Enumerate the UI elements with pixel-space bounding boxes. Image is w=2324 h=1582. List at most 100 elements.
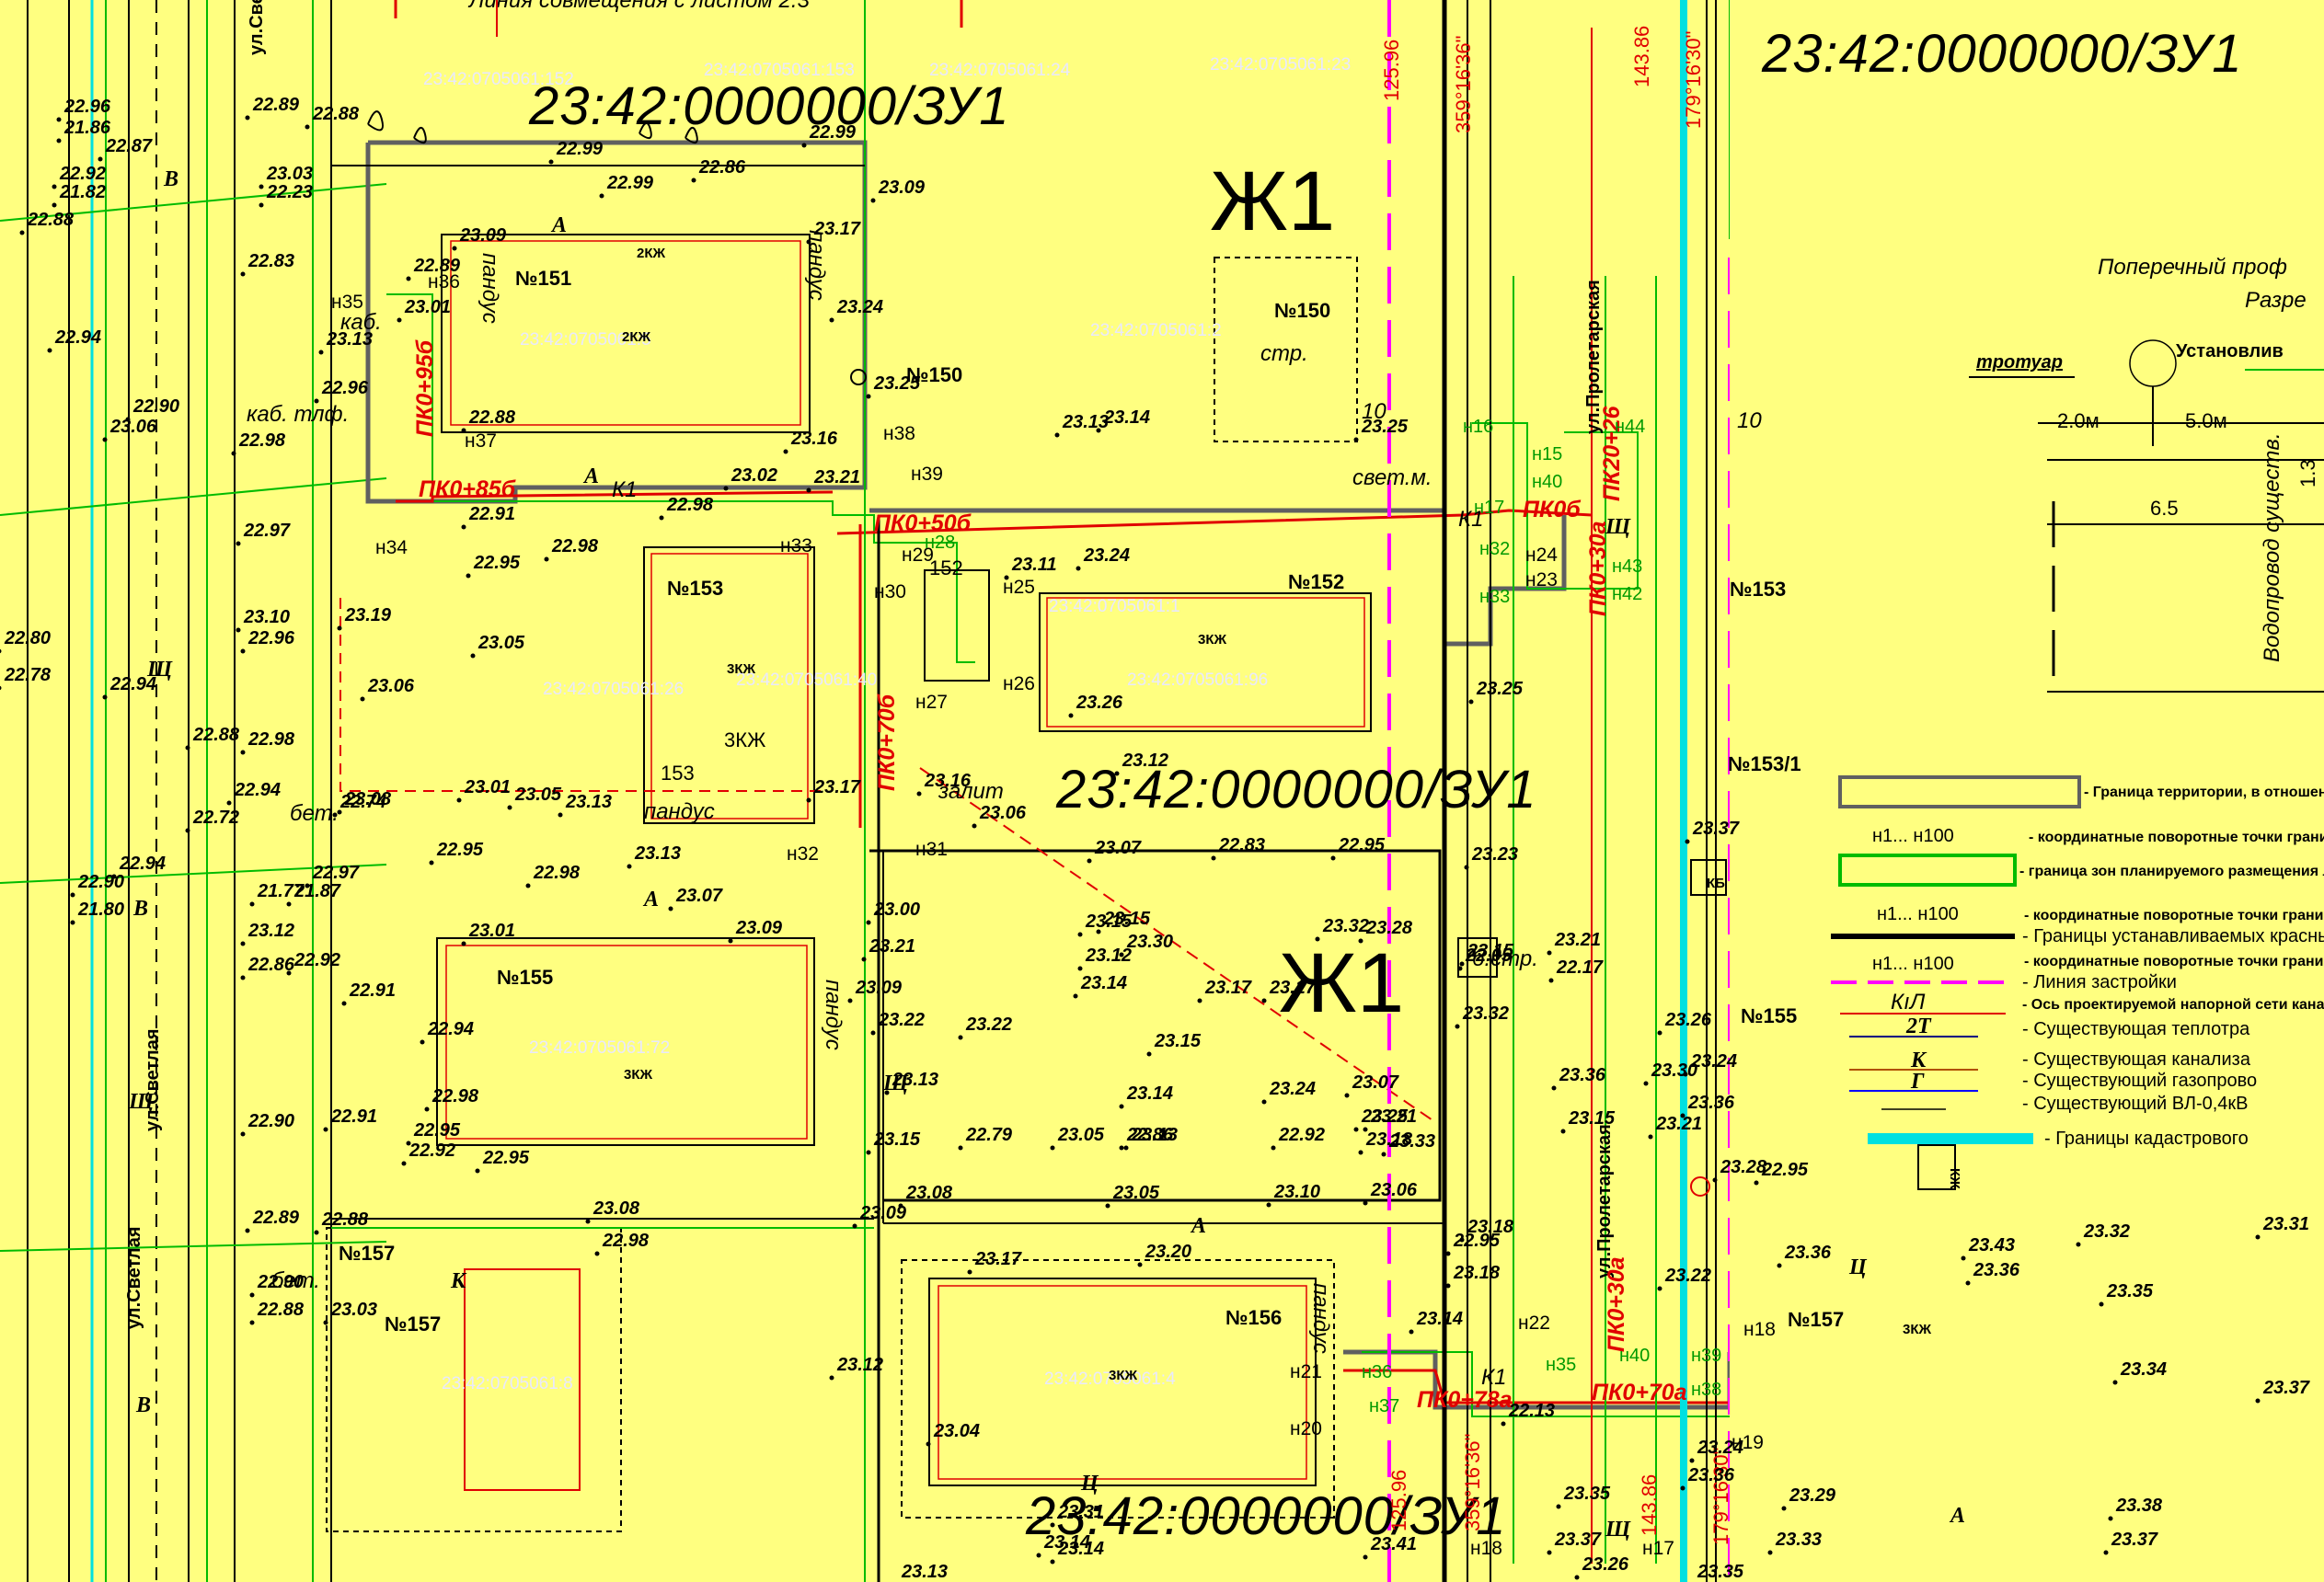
elevation-mark: 22.90 xyxy=(257,1272,304,1292)
legend: - Граница территории, в отношении которо… xyxy=(1831,775,2324,1149)
legend-12: - Существующий ВЛ-0,4кВ xyxy=(2022,1094,2249,1114)
map-letter: 10 xyxy=(1362,399,1386,424)
elevation-dot xyxy=(305,883,310,888)
elevation-mark: 22.88 xyxy=(27,210,75,230)
elevation-dot xyxy=(1146,1051,1152,1057)
elevation-mark: 22.98 xyxy=(551,536,599,556)
elevation-dot xyxy=(461,941,466,946)
turning-point-green: н35 xyxy=(1546,1355,1576,1375)
turning-point-green: н32 xyxy=(1479,539,1510,559)
elevation-dot xyxy=(1657,1286,1662,1291)
elevation-dot xyxy=(1211,855,1216,861)
elevation-mark: 23.18 xyxy=(1467,1217,1514,1237)
elevation-mark: 23.35 xyxy=(1697,1562,1744,1582)
elevation-mark: 22.94 xyxy=(234,780,281,800)
elevation-dot xyxy=(2099,1301,2104,1307)
elevation-mark: 23.14 xyxy=(1103,407,1150,428)
elevation-mark: 23.09 xyxy=(855,978,903,998)
elevation-mark: 23.04 xyxy=(933,1421,980,1441)
elevation-dot xyxy=(1197,998,1202,1003)
elevation-mark: 22.23 xyxy=(266,182,313,202)
map-letter: Ц xyxy=(1080,1472,1099,1496)
legend-6-symbol: н1... н100 xyxy=(1872,954,1954,974)
elevation-mark: 22.91 xyxy=(330,1106,377,1127)
elevation-dot xyxy=(1680,1485,1685,1491)
elevation-dot xyxy=(52,202,57,208)
elevation-dot xyxy=(1574,1575,1580,1580)
elevation-mark: 23.12 xyxy=(1085,946,1132,966)
house-number: №155 xyxy=(1741,1004,1797,1027)
turning-point: н22 xyxy=(1518,1313,1550,1334)
building-type: 3КЖ xyxy=(1109,1368,1137,1383)
section-install: Установлив xyxy=(2176,341,2284,361)
elevation-dot xyxy=(240,648,246,654)
elevation-dot xyxy=(1468,699,1474,705)
elevation-mark: 23.15 xyxy=(1103,909,1151,929)
elevation-dot xyxy=(1556,1504,1561,1509)
elevation-mark: 22.95 xyxy=(413,1120,461,1141)
section-width-3: 6.5 xyxy=(2150,497,2179,520)
elevation-mark: 21.82 xyxy=(59,182,106,202)
elevation-mark: 23.15 xyxy=(1467,941,1514,961)
elevation-dot xyxy=(1547,950,1552,956)
elevation-dot xyxy=(958,1145,963,1151)
cross-section: Поперечный проф Разре тротуар Установлив… xyxy=(1730,0,2324,1582)
elevation-mark: 22.95 xyxy=(1453,1231,1501,1251)
elevation-mark: 23.25 xyxy=(1476,679,1524,699)
elevation-mark: 23.19 xyxy=(344,605,392,625)
elevation-mark: 23.21 xyxy=(1554,930,1601,950)
map-letter: К xyxy=(450,1269,467,1293)
elevation-mark: 23.24 xyxy=(1690,1051,1737,1072)
map-note: бет. xyxy=(271,1268,320,1293)
elevation-mark: 23.35 xyxy=(2106,1281,2154,1301)
turning-point: н24 xyxy=(1525,545,1558,566)
elevation-mark: 22.17 xyxy=(1556,957,1604,978)
map-note: пандус xyxy=(1308,1283,1333,1354)
turning-point: н26 xyxy=(1003,673,1035,694)
dimension: 179°16'30" xyxy=(1682,31,1705,129)
elevation-mark: 22.97 xyxy=(243,521,291,541)
elevation-mark: 22.72 xyxy=(192,808,239,828)
elevation-mark: 22.86 xyxy=(698,157,746,178)
elevation-mark: 22.92 xyxy=(408,1141,455,1161)
legend-2-symbol: н1... н100 xyxy=(1872,826,1954,846)
elevation-dot xyxy=(259,202,264,208)
section-width-1: 2.0м xyxy=(2057,409,2100,432)
elevation-mark: 22.88 xyxy=(192,725,240,745)
elevation-dot xyxy=(240,975,246,980)
legend-3: - граница зон планируемого размещения ли xyxy=(2019,864,2324,879)
house-number: №150 xyxy=(906,363,962,386)
elevation-mark: 23.13 xyxy=(892,1070,938,1090)
elevation-dot xyxy=(1077,966,1083,971)
legend-7: - Линия застройки xyxy=(2022,972,2177,992)
elevation-mark: 23.24 xyxy=(836,297,883,317)
elevation-mark: 22.74 xyxy=(339,792,386,812)
section-pipe: Водопровод существ. xyxy=(2260,432,2284,662)
elevation-mark: 23.21 xyxy=(1655,1114,1702,1134)
elevation-mark: 22.88 xyxy=(312,104,360,124)
elevation-mark: 23.07 xyxy=(675,886,723,906)
ghost-cadastral: 23:42:0705061:5 xyxy=(520,330,651,350)
map-note: пандус xyxy=(821,980,846,1050)
section-title-2: Разре xyxy=(2245,288,2307,313)
map-letter: 10 xyxy=(1737,408,1762,433)
elevation-mark: 23.12 xyxy=(836,1355,883,1375)
turning-point: н28 xyxy=(925,533,955,553)
elevation-mark: 23.09 xyxy=(878,178,926,198)
elevation-dot xyxy=(691,178,696,183)
elevation-dot xyxy=(1689,1458,1695,1463)
symbol-icons xyxy=(367,110,1956,1197)
turning-point: н27 xyxy=(915,692,948,713)
box-icon xyxy=(1690,859,1727,896)
elevation-dot xyxy=(240,941,246,946)
elevation-mark: 22.79 xyxy=(965,1125,1013,1145)
elevation-dot xyxy=(240,750,246,755)
map-letter: В xyxy=(163,167,178,191)
elevation-mark: 23.32 xyxy=(1322,916,1369,936)
dimension: 125.96 xyxy=(1387,1470,1410,1531)
elevation-mark: 22.92 xyxy=(1278,1125,1325,1145)
elevation-dot xyxy=(397,317,402,323)
elevation-dot xyxy=(870,1030,876,1036)
section-sidewalk: тротуар xyxy=(1976,352,2063,373)
turning-point: н39 xyxy=(911,464,943,485)
